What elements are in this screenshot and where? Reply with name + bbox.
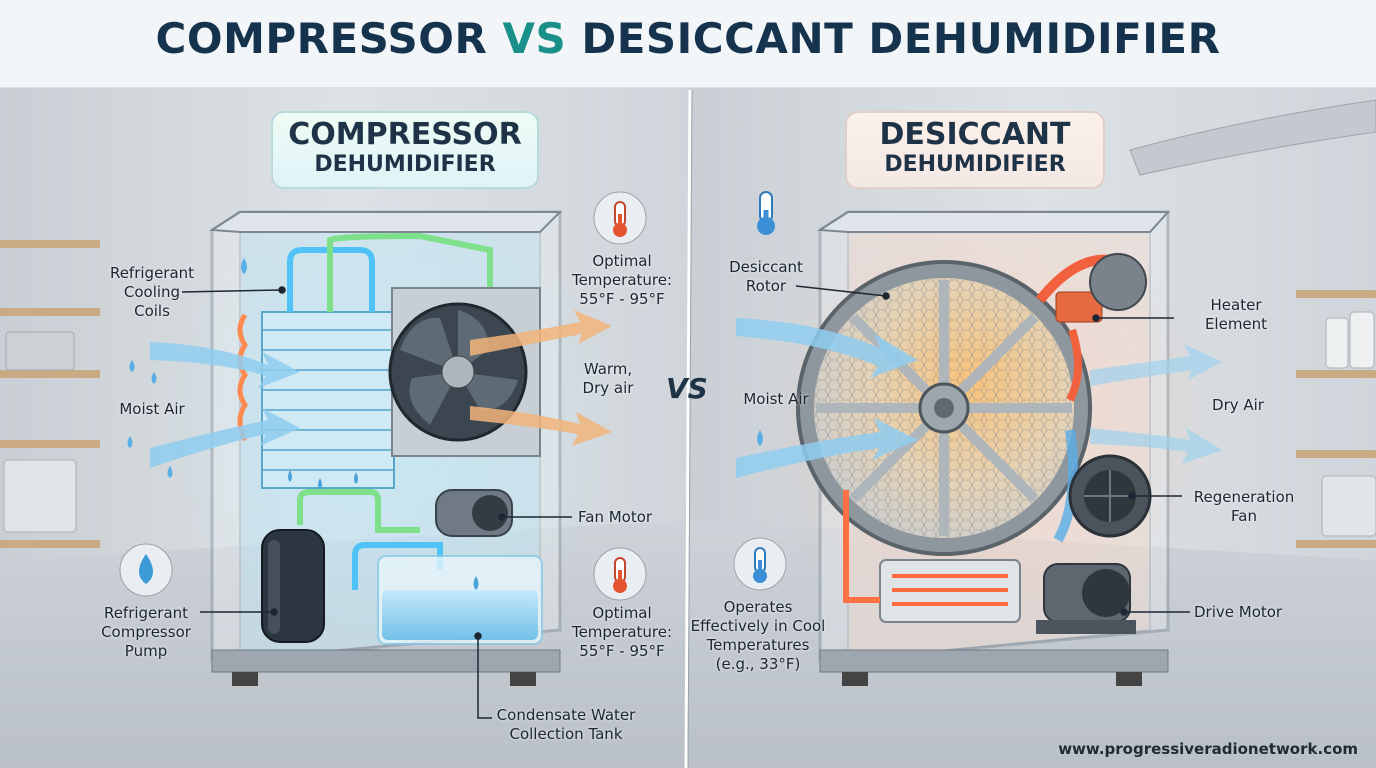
label-line: Coils xyxy=(134,302,170,320)
label-line: Effectively in Cool xyxy=(690,617,826,635)
compressor-heading-line1: COMPRESSOR xyxy=(288,117,522,152)
title-part1: COMPRESSOR xyxy=(155,14,488,63)
label-optimal-temperature-top: Optimal Temperature: 55°F - 95°F xyxy=(572,252,672,309)
thermometer-icon xyxy=(593,191,647,245)
label-optimal-temperature-bottom: Optimal Temperature: 55°F - 95°F xyxy=(572,604,672,661)
label-regeneration-fan: Regeneration Fan xyxy=(1194,488,1295,526)
label-line: Desiccant xyxy=(729,258,803,276)
compressor-unit xyxy=(150,190,620,686)
website-url: www.progressiveradionetwork.com xyxy=(1058,740,1358,758)
water-drop-icon xyxy=(127,258,763,478)
title-part2: DESICCANT DEHUMIDIFIER xyxy=(581,14,1221,63)
label-refrigerant-compressor-pump: Refrigerant Compressor Pump xyxy=(101,604,191,661)
desiccant-heading-line1: DESICCANT xyxy=(879,117,1071,152)
title-vs: VS xyxy=(502,14,567,63)
label-line: Regeneration xyxy=(1193,488,1295,506)
label-line: Refrigerant xyxy=(103,604,189,622)
label-line: Warm, xyxy=(583,360,633,378)
label-line: Dry air xyxy=(582,379,634,397)
page-title: COMPRESSOR VS DESICCANT DEHUMIDIFIER xyxy=(0,14,1376,63)
label-line: Element xyxy=(1204,315,1268,333)
label-line: Compressor xyxy=(101,623,191,641)
label-heater-element: Heater Element xyxy=(1205,296,1267,334)
label-line: Heater xyxy=(1210,296,1262,314)
thermometer-icon xyxy=(593,547,647,601)
label-line: Temperatures xyxy=(706,636,810,654)
label-drive-motor: Drive Motor xyxy=(1194,603,1283,621)
compressor-heading-line2: DEHUMIDIFIER xyxy=(314,152,496,177)
label-line: 55°F - 95°F xyxy=(579,642,665,660)
compressor-heading: COMPRESSOR DEHUMIDIFIER xyxy=(272,118,538,178)
shelves-left xyxy=(0,240,100,548)
label-line: Optimal xyxy=(592,252,652,270)
water-drop-icon xyxy=(119,543,173,597)
thermometer-icon xyxy=(733,537,787,591)
label-line: Pump xyxy=(124,642,168,660)
label-line: Operates xyxy=(723,598,793,616)
label-line: Temperature: xyxy=(571,623,673,641)
desiccant-unit xyxy=(736,190,1222,686)
label-condensate-tank: Condensate Water Collection Tank xyxy=(497,706,636,744)
label-line: Rotor xyxy=(745,277,787,295)
label-warm-dry-air: Warm, Dry air xyxy=(583,360,634,398)
label-refrigerant-cooling-coils: Refrigerant Cooling Coils xyxy=(110,264,194,321)
desiccant-heading: DESICCANT DEHUMIDIFIER xyxy=(846,118,1104,178)
label-line: Refrigerant xyxy=(109,264,195,282)
label-line: 55°F - 95°F xyxy=(579,290,665,308)
label-line: (e.g., 33°F) xyxy=(715,655,801,673)
label-moist-air-right: Moist Air xyxy=(743,390,809,408)
desiccant-heading-line2: DEHUMIDIFIER xyxy=(884,152,1066,177)
label-line: Condensate Water xyxy=(496,706,636,724)
label-dry-air: Dry Air xyxy=(1212,396,1264,414)
label-line: Fan xyxy=(1231,507,1257,525)
label-desiccant-rotor: Desiccant Rotor xyxy=(729,258,803,296)
vs-mark: VS xyxy=(666,372,708,405)
label-moist-air-left: Moist Air xyxy=(119,400,185,418)
label-cool-temperatures: Operates Effectively in Cool Temperature… xyxy=(691,598,826,674)
label-line: Collection Tank xyxy=(509,725,623,743)
label-line: Optimal xyxy=(592,604,652,622)
label-fan-motor: Fan Motor xyxy=(578,508,653,526)
thermometer-icon xyxy=(757,191,775,235)
label-line: Temperature: xyxy=(571,271,673,289)
label-line: Cooling xyxy=(123,283,181,301)
shelves-right xyxy=(1296,290,1376,548)
